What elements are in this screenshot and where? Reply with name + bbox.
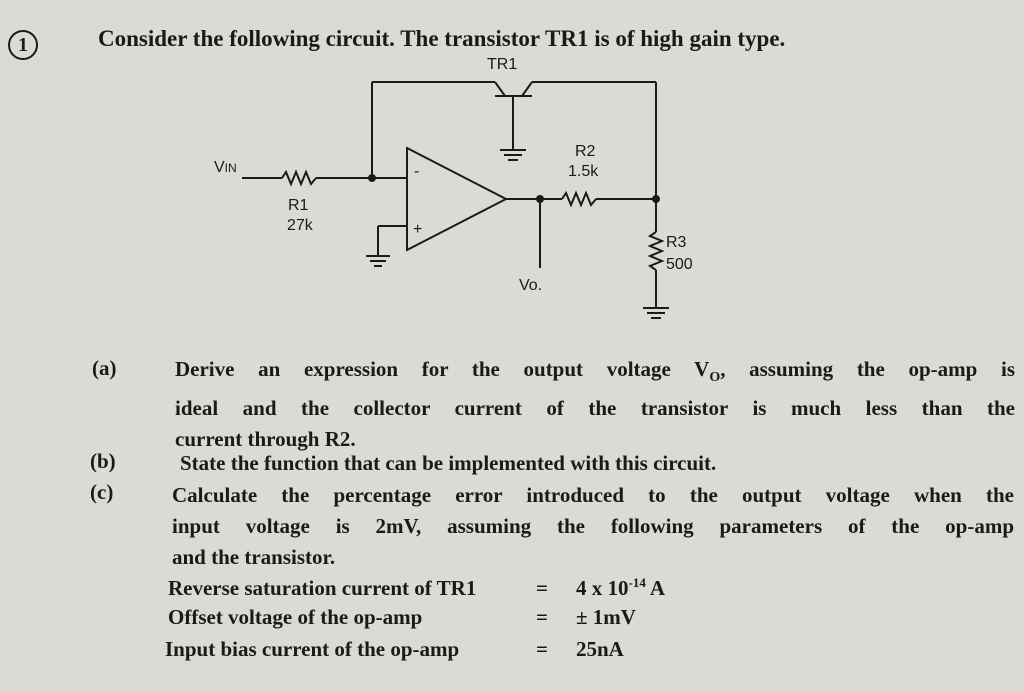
label-plus: + [413,221,422,238]
param-eq: = [536,576,548,600]
transistor-collector [494,81,506,97]
part-a-line1: Derive an expression for the output volt… [175,357,1015,386]
label-vo: Vo. [519,277,542,294]
param-value: 25nA [576,637,624,661]
param-eq: = [536,637,548,661]
param-name: Reverse saturation current of TR1 [168,576,477,600]
question-number: 1 [8,30,38,60]
part-c-line3: and the transistor. [172,545,336,569]
part-c-line1: Calculate the percentage error introduce… [172,483,1014,507]
op-amp [406,146,509,252]
param-row: Offset voltage of the op-amp = ± 1mV [168,605,636,630]
label-tr1: TR1 [487,56,517,73]
label-r1-name: R1 [288,197,309,214]
resistor-r1 [281,169,317,187]
param-value: ± 1mV [576,605,636,629]
label-r1-value: 27k [287,217,314,234]
param-unit: A [645,576,666,600]
label-minus: - [414,163,419,180]
question-title: Consider the following circuit. The tran… [98,26,786,51]
param-name: Offset voltage of the op-amp [168,605,423,629]
label-vin: VIN [214,159,237,176]
param-exponent: -14 [628,575,646,590]
label-r2-name: R2 [575,143,596,160]
param-eq: = [536,605,548,629]
label-r2-value: 1.5k [568,163,599,180]
part-c-label: (c) [90,480,114,504]
part-b-text: State the function that can be implement… [180,451,717,475]
transistor-emitter [521,81,533,97]
resistor-r3 [647,231,665,271]
param-row: Input bias current of the op-amp = 25nA [165,637,624,662]
part-c-line2: input voltage is 2mV, assuming the follo… [172,514,1014,538]
label-r3-name: R3 [666,234,687,251]
part-a-text: Derive an expression for the output volt… [175,354,1015,455]
part-a-label: (a) [92,356,117,380]
part-a-line2: ideal and the collector current of the t… [175,396,1015,421]
param-row: Reverse saturation current of TR1 = 4 x 10… [168,575,665,601]
resistor-r2 [561,190,597,208]
part-b-label: (b) [90,449,116,473]
part-a-line3: current through R2. [175,427,356,452]
param-name: Input bias current of the op-amp [165,637,460,661]
circuit-diagram: TR1 VIN R1 27k R2 1.5k R3 500 Vo. - + [214,56,693,319]
param-value: 4 x 10 [576,576,629,600]
part-c-text: Calculate the percentage error introduce… [172,480,1014,573]
label-r3-value: 500 [666,256,693,273]
